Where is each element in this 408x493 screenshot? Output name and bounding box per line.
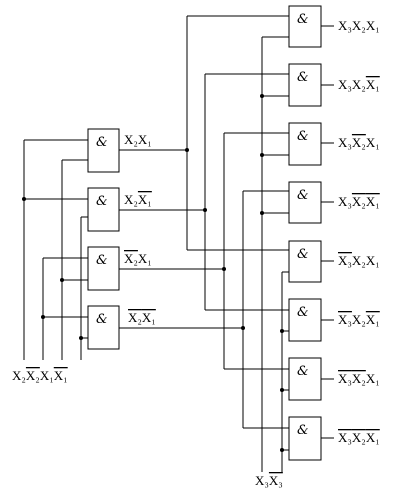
stage2-output-label-8: X₃X₂X₁ [338,430,380,445]
stage1-gate-2: & [87,187,120,232]
stage1-gate-4: & [87,305,120,350]
input-labels: X₂X₂X₁X₁ [12,368,68,383]
x3-input-labels: X₃X₃ [255,473,283,488]
input-x3-label: X₃ [255,473,269,488]
input-x2bar-label: X₂ [26,368,40,383]
stage2-gate-3: & [288,122,322,166]
stage2-gate-8: & [288,416,322,461]
input-x1bar-label: X₁ [54,368,68,383]
stage2-gate-7: & [288,357,322,401]
stage1-gate-3: & [87,246,120,291]
stage2-gate-4: & [288,181,322,224]
stage1-output-label-2: X₂X₁ [124,192,152,207]
gate-symbol: & [297,12,309,27]
gate-symbol: & [297,423,309,438]
stage2-output-labels: X₃X₂X₁ X₃X₂X₁ X₃X₂X₁ X₃X₂X₁ X₃X₂X₁ X₃X₂X… [338,18,380,445]
stage2-output-label-6: X₃X₂X₁ [338,312,380,327]
stage2-output-label-1: X₃X₂X₁ [338,18,380,33]
junction-dots [22,94,284,452]
input-x1-label: X₁ [40,368,54,383]
input-x2-label: X₂ [12,368,26,383]
stage2-gate-2: & [288,63,322,107]
gate-symbol: & [297,247,309,262]
input-x3bar-label: X₃ [269,473,283,488]
stage2-output-label-3: X₃X₂X₁ [338,135,380,150]
stage1-output-label-1: X₂X₁ [124,132,152,147]
gate-symbol: & [96,253,108,268]
gate-symbol: & [96,135,108,150]
stage2-gate-5: & [288,240,322,283]
stage2-gate-6: & [288,298,322,342]
stage2-output-label-4: X₃X₂X₁ [338,194,380,209]
gate-symbol: & [297,364,309,379]
stage1-gate-1: & [87,128,120,173]
wires [23,15,334,472]
stage2-output-label-2: X₃X₂X₁ [338,77,380,92]
gate-symbol: & [96,194,108,209]
stage1-output-label-3: X₂X₁ [124,251,152,266]
stage1-output-label-4: X₂X₁ [128,310,156,325]
stage1-output-labels: X₂X₁ X₂X₁ X₂X₁ X₂X₁ [124,132,156,325]
gate-symbol: & [297,305,309,320]
gate-symbol: & [297,129,309,144]
stage2-output-label-5: X₃X₂X₁ [338,253,380,268]
stage2-gate-1: & [288,5,322,48]
gate-symbol: & [96,312,108,327]
stage2-output-label-7: X₃X₂X₁ [338,371,380,386]
gate-symbol: & [297,70,309,85]
gate-symbol: & [297,188,309,203]
